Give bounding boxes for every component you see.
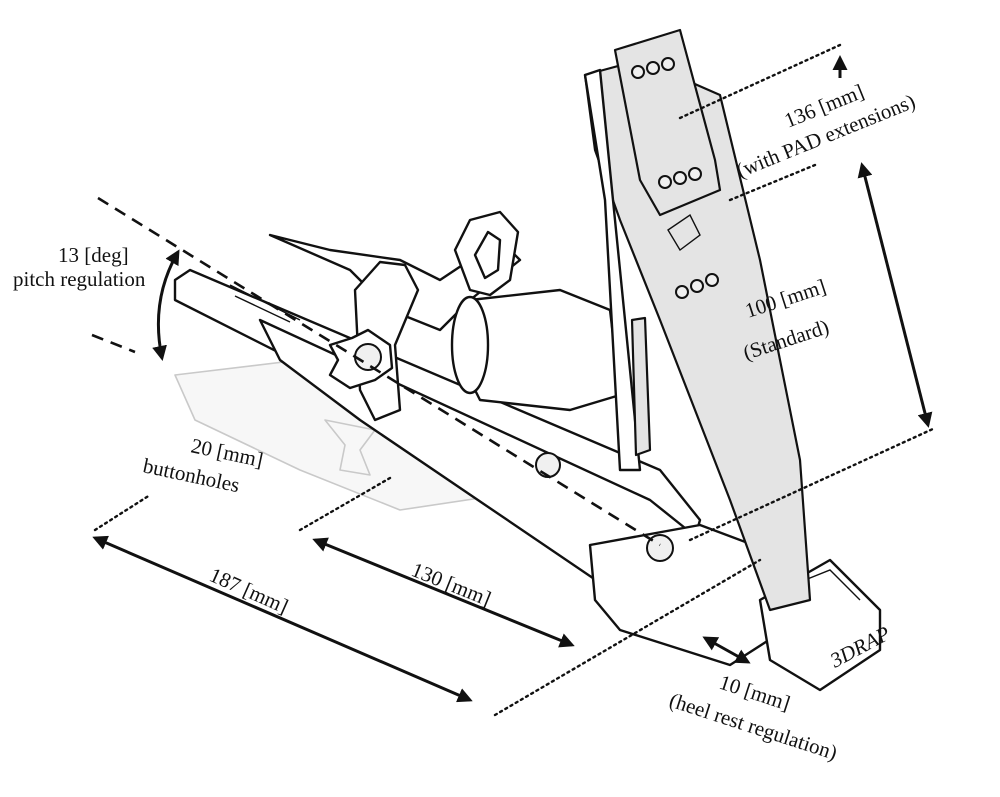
pedal-upright [583,58,812,612]
pitch-bolt [354,343,382,371]
length-total-arrow [92,535,473,703]
heel-bolt [646,534,674,562]
pedal-assembly: 3DRAP [173,28,894,692]
length-pivot-label: 130 [mm] [408,557,494,610]
length-pivot-extension-line [298,476,392,532]
arm-bolt [535,452,561,478]
pitch-description-label: pitch regulation [13,267,146,291]
pitch-value-label: 13 [deg] [58,243,129,267]
heel-rest-arrow [702,636,751,664]
standard-height-arrow [857,162,933,428]
length-total-extension-line [93,493,152,532]
pad-top-extension-line [678,43,842,120]
pivot-axis-line [97,196,661,547]
length-end-extension-line [493,558,762,717]
length-pivot-arrow [312,537,575,648]
pitch-reference-line [91,333,136,354]
pitch-arc-arrow [152,249,180,361]
standard-base-extension-line [688,426,937,542]
